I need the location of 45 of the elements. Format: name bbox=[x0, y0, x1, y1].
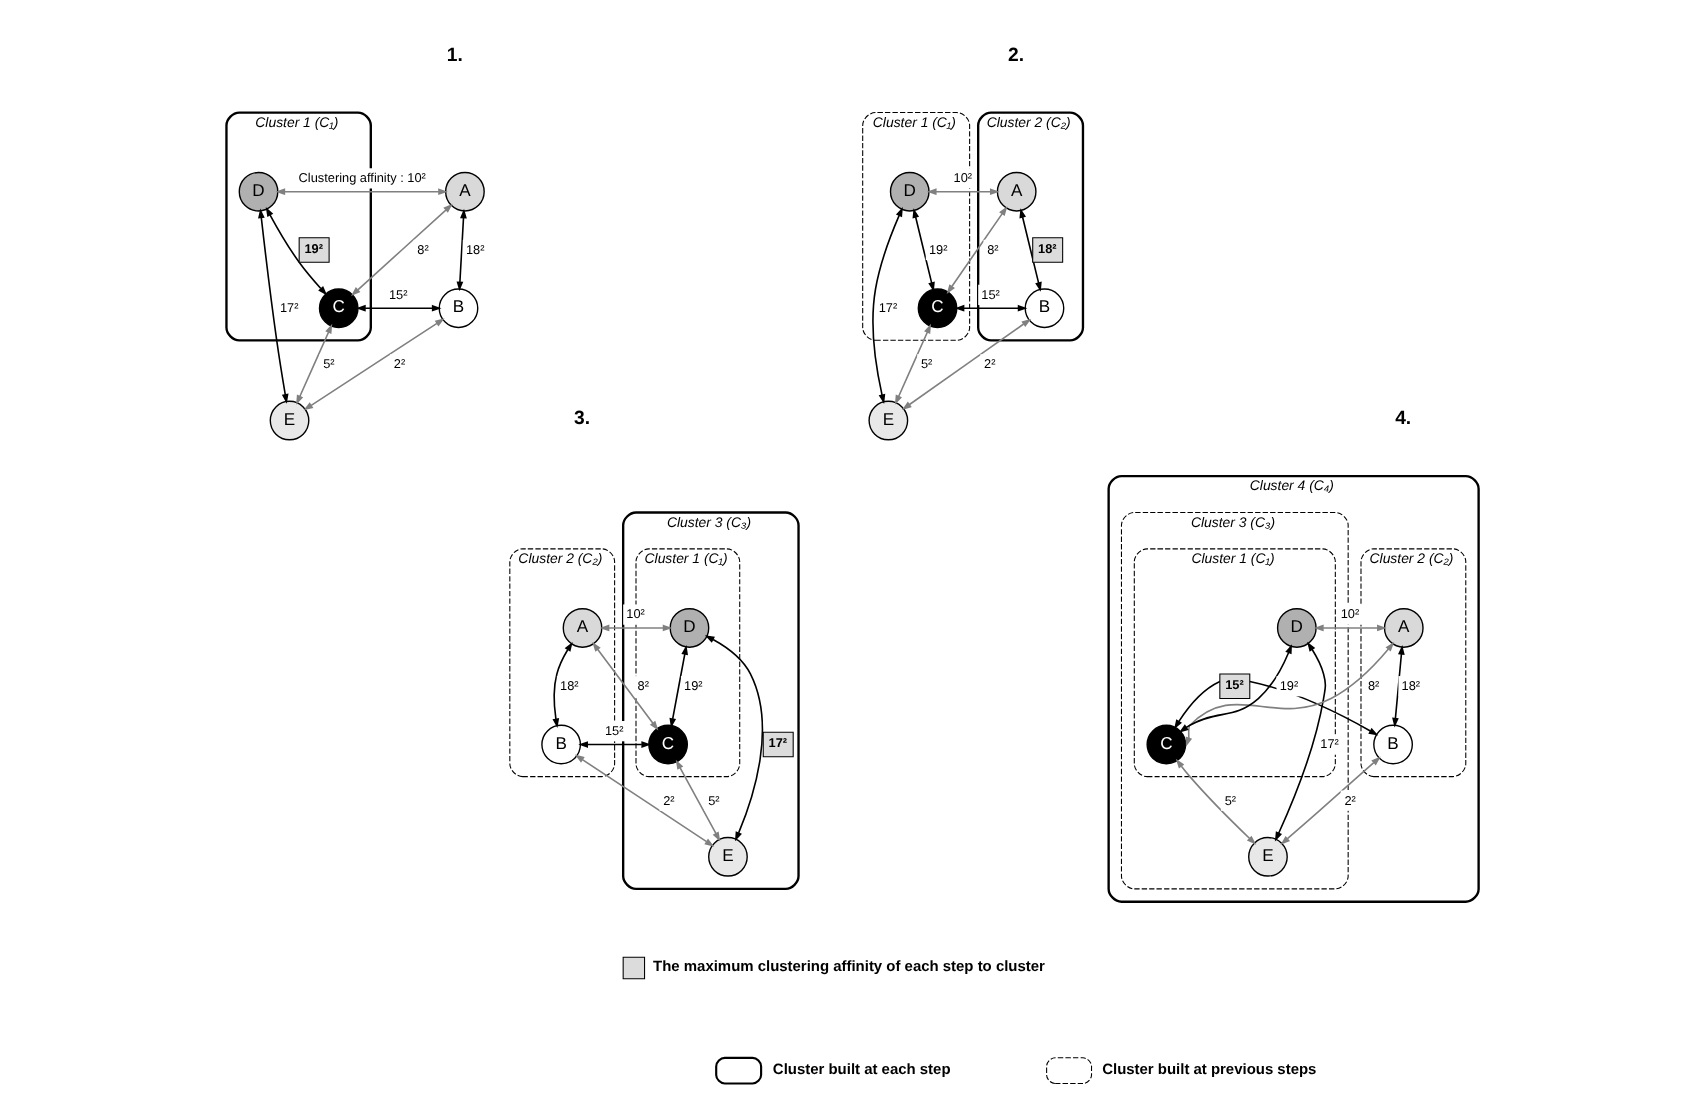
label: 1. bbox=[445, 44, 462, 67]
arrow bbox=[1174, 758, 1256, 845]
node-circle: D bbox=[888, 171, 929, 212]
arrow bbox=[350, 203, 452, 297]
label: 4. bbox=[1394, 408, 1411, 431]
node-circle: A bbox=[995, 171, 1036, 212]
arrow bbox=[1177, 644, 1291, 733]
node-circle: E bbox=[867, 400, 908, 441]
arrow bbox=[668, 645, 688, 728]
arrow bbox=[598, 624, 672, 632]
arrow bbox=[1184, 642, 1394, 747]
arrow bbox=[911, 208, 934, 292]
label: 2. bbox=[1007, 44, 1024, 67]
arrow bbox=[1018, 208, 1041, 292]
node-circle: B bbox=[540, 724, 581, 765]
arrow bbox=[591, 642, 658, 731]
node-circle: D bbox=[1275, 608, 1316, 648]
arrow bbox=[573, 754, 714, 847]
arrow bbox=[355, 304, 441, 312]
arrow bbox=[302, 318, 444, 411]
arrow bbox=[295, 323, 332, 405]
label: 3. bbox=[572, 408, 590, 431]
arrow bbox=[1391, 645, 1404, 728]
node-circle: E bbox=[707, 836, 747, 877]
arrow bbox=[945, 206, 1007, 294]
arrow bbox=[257, 208, 288, 404]
arrow bbox=[455, 208, 466, 292]
node-circle: D bbox=[668, 608, 709, 648]
node-circle: B bbox=[437, 288, 478, 329]
arrow bbox=[1313, 624, 1386, 632]
node-circle: E bbox=[268, 400, 309, 441]
node-circle: A bbox=[1382, 608, 1423, 648]
node-circle: D bbox=[237, 171, 278, 212]
node-circle: C bbox=[647, 724, 688, 765]
arrow bbox=[953, 304, 1027, 312]
arrow bbox=[893, 323, 931, 405]
arrow bbox=[1279, 756, 1380, 845]
node-circle: A bbox=[561, 608, 602, 648]
node-circle: C bbox=[916, 288, 957, 329]
arrow bbox=[551, 641, 572, 729]
arrow bbox=[577, 741, 650, 748]
arrow bbox=[925, 188, 999, 196]
node-circle: B bbox=[1023, 288, 1064, 329]
arrow bbox=[900, 318, 1031, 410]
arrow bbox=[274, 188, 447, 196]
